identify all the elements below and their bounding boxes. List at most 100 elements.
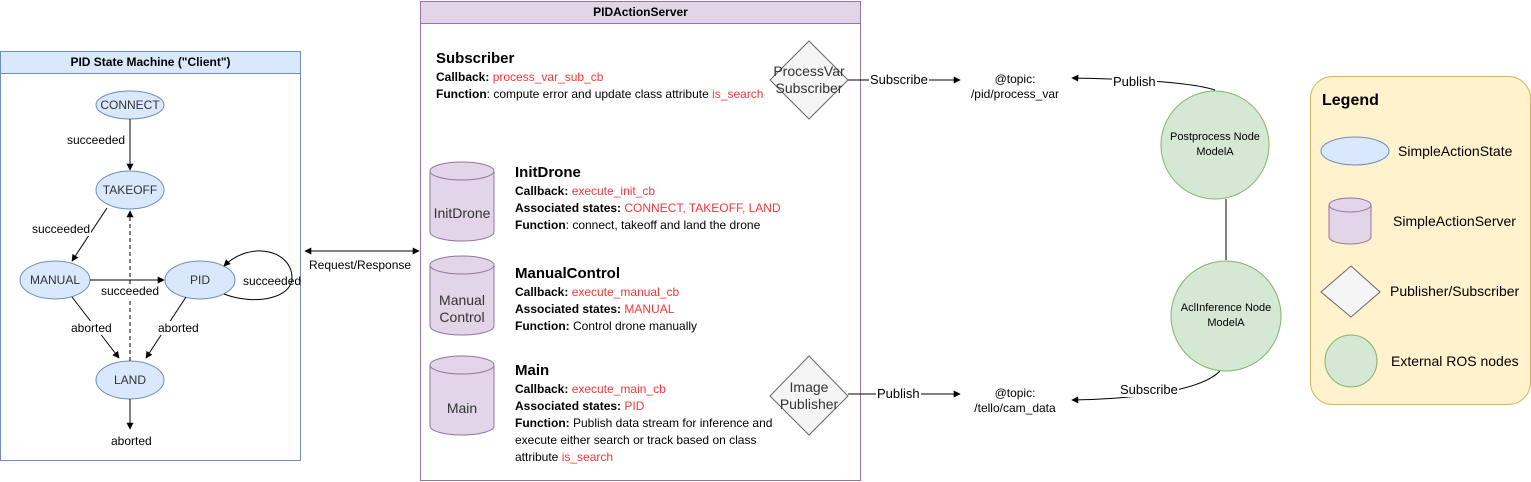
main-function-line1: Publish data stream for inference and (569, 416, 773, 430)
topic-process-var-line2: /pid/process_var (970, 87, 1060, 101)
initdrone-cylinder-label[interactable]: InitDrone (433, 205, 491, 221)
legend-title: Legend (1322, 92, 1379, 109)
processvar-subscriber-label-line2: Subscriber (775, 80, 843, 96)
main-block: Main Callback: execute_main_cb Associate… (515, 361, 772, 466)
image-publisher-label[interactable]: Image Publisher (760, 379, 858, 413)
image-publisher-label-line2: Publisher (779, 396, 839, 412)
main-states: PID (624, 399, 645, 413)
aclinference-node-label[interactable]: AclInference Node ModelA (1166, 301, 1286, 331)
main-callback: execute_main_cb (571, 382, 666, 396)
aclinference-node-label-line1: AclInference Node (1180, 302, 1272, 314)
aclinference-node-label-line2: ModelA (1207, 317, 1245, 329)
state-land[interactable]: LAND (113, 373, 146, 387)
initdrone-block: InitDrone Callback: execute_init_cb Asso… (515, 163, 781, 234)
subscribe-bottom-label: Subscribe (1119, 382, 1179, 397)
edge-label-connect-takeoff: succeeded (66, 133, 127, 147)
topic-cam-data-line1: @topic: (994, 386, 1036, 400)
state-takeoff[interactable]: TAKEOFF (102, 183, 158, 197)
edge-label-land-end: aborted (111, 434, 152, 448)
topic-process-var-line1: @topic: (994, 72, 1036, 86)
processvar-subscriber-label[interactable]: ProcessVar Subscriber (760, 63, 858, 97)
initdrone-cylinder-shape[interactable] (429, 161, 495, 242)
state-takeoff-shape[interactable] (95, 170, 165, 210)
postprocess-node-label-line1: Postprocess Node (1170, 131, 1260, 143)
main-function-line2: execute either search or track based on … (515, 433, 757, 447)
state-pid-shape[interactable] (164, 260, 236, 300)
initdrone-callback-label: Callback: (515, 184, 569, 198)
initdrone-title: InitDrone (515, 164, 581, 181)
client-panel-header (0, 51, 301, 74)
state-connect[interactable]: CONNECT (100, 98, 160, 112)
postprocess-node-shape[interactable] (1160, 90, 1270, 200)
main-function-line3: attribute (515, 450, 562, 464)
request-response-label: Request/Response (309, 258, 412, 272)
state-manual[interactable]: MANUAL (29, 273, 80, 287)
manualcontrol-callback: execute_manual_cb (571, 285, 680, 299)
manualcontrol-cylinder-label-line1: Manual (439, 292, 485, 308)
manualcontrol-title: ManualControl (515, 265, 620, 282)
manualcontrol-cylinder-label[interactable]: Manual Control (426, 292, 498, 326)
state-pid[interactable]: PID (189, 273, 210, 287)
manualcontrol-function-text: Control drone manually (569, 319, 698, 333)
subscriber-function-label: Function (436, 87, 487, 101)
main-title: Main (515, 362, 550, 379)
legend-cylinder-swatch (1328, 197, 1372, 245)
topic-process-var[interactable]: @topic: /pid/process_var (955, 72, 1075, 102)
subscriber-title: Subscriber (436, 50, 515, 67)
initdrone-states: CONNECT, TAKEOFF, LAND (624, 201, 781, 215)
publish-bottom-label: Publish (876, 386, 921, 401)
legend-diamond-swatch (1320, 265, 1381, 318)
initdrone-callback: execute_init_cb (571, 184, 656, 198)
legend-item-publisher-subscriber: Publisher/Subscriber (1390, 283, 1520, 299)
server-panel-header (420, 1, 861, 24)
processvar-subscriber-label-line1: ProcessVar (773, 63, 845, 79)
manualcontrol-states-label: Associated states: (515, 302, 622, 316)
subscribe-top-label: Subscribe (869, 72, 929, 87)
main-callback-label: Callback: (515, 382, 569, 396)
client-panel: PID State Machine ("Client") (0, 51, 301, 461)
manualcontrol-cylinder-shape[interactable] (429, 255, 495, 336)
initdrone-function-text: : connect, takeoff and land the drone (565, 218, 761, 232)
edge-label-manual-land: aborted (70, 321, 113, 335)
legend-ellipse-swatch (1320, 136, 1390, 166)
edge-label-takeoff-manual: succeeded (31, 222, 92, 236)
manualcontrol-function-label: Function: (515, 319, 570, 333)
edge-label-pid-self: succeeded (243, 274, 302, 288)
manualcontrol-callback-label: Callback: (515, 285, 569, 299)
subscriber-function-attr: is_search (712, 87, 764, 101)
postprocess-node-label-line2: ModelA (1196, 146, 1234, 158)
edge-label-pid-land: aborted (157, 321, 200, 335)
edge-pid-self (223, 250, 293, 301)
image-publisher-diamond[interactable] (769, 355, 849, 436)
legend-circle-swatch (1324, 334, 1378, 388)
main-function-label: Function: (515, 416, 570, 430)
initdrone-function-label: Function (515, 218, 566, 232)
edge-label-manual-pid: succeeded (100, 284, 161, 298)
image-publisher-label-line1: Image (789, 379, 829, 395)
aclinference-node-shape[interactable] (1170, 260, 1282, 372)
topic-cam-data-line2: /tello/cam_data (974, 401, 1056, 415)
subscriber-block: Subscriber Callback: process_var_sub_cb … (436, 49, 763, 103)
legend-item-simpleactionstate: SimpleActionState (1398, 143, 1513, 159)
manualcontrol-block: ManualControl Callback: execute_manual_c… (515, 264, 697, 335)
initdrone-states-label: Associated states: (515, 201, 622, 215)
topic-cam-data[interactable]: @topic: /tello/cam_data (955, 386, 1075, 416)
subscriber-callback: process_var_sub_cb (492, 70, 604, 84)
manualcontrol-cylinder-label-line2: Control (439, 309, 485, 325)
main-states-label: Associated states: (515, 399, 622, 413)
legend-item-external-ros-nodes: External ROS nodes (1391, 353, 1519, 369)
subscriber-function-text: : compute error and update class attribu… (486, 87, 713, 101)
main-cylinder-shape[interactable] (429, 355, 495, 436)
publish-top-label: Publish (1112, 74, 1157, 89)
server-panel-title: PIDActionServer (593, 5, 688, 19)
main-cylinder-label[interactable]: Main (446, 400, 478, 416)
server-panel: PIDActionServer (420, 1, 861, 481)
legend-item-simpleactionserver: SimpleActionServer (1393, 213, 1516, 229)
main-function-attr: is_search (561, 450, 614, 464)
subscriber-callback-label: Callback: (436, 70, 490, 84)
client-panel-title: PID State Machine ("Client") (70, 55, 231, 69)
postprocess-node-label[interactable]: Postprocess Node ModelA (1155, 130, 1275, 160)
processvar-subscriber-diamond[interactable] (769, 40, 849, 120)
manualcontrol-states: MANUAL (624, 302, 675, 316)
